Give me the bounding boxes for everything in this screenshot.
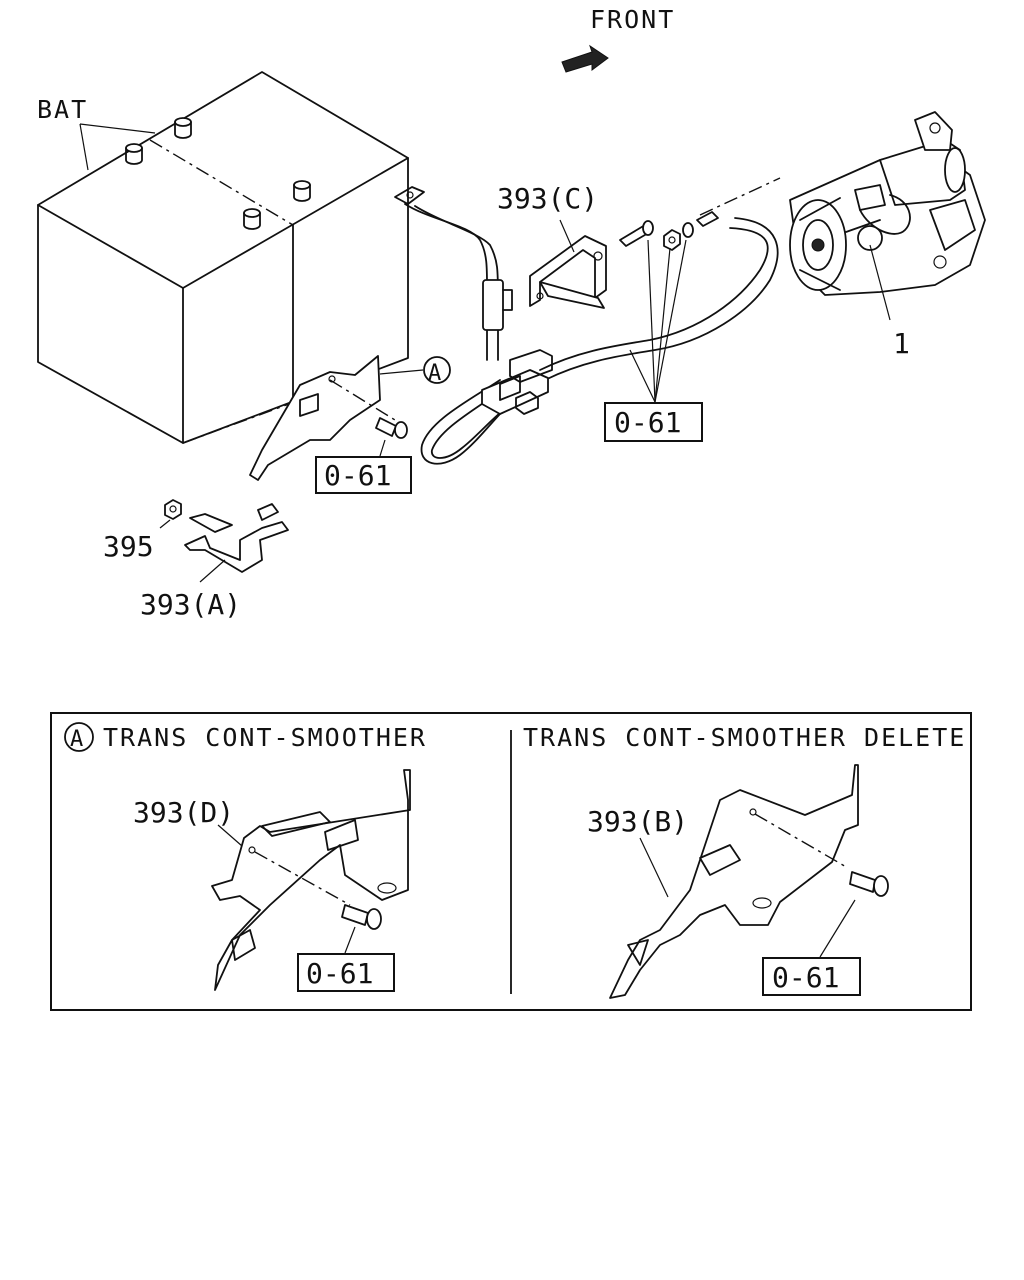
ref-box-inset-right — [762, 957, 861, 996]
view-a-marker-label: A — [428, 361, 441, 386]
nut-395: 395 — [103, 499, 182, 563]
ref-box-inset-left-label: 0-61 — [306, 957, 373, 990]
front-label: FRONT — [590, 5, 675, 34]
callout-393a: 393(A) — [140, 588, 241, 621]
callout-starter: 1 — [893, 327, 910, 360]
ref-box-inset-right-label: 0-61 — [772, 961, 839, 994]
battery-cable — [394, 186, 513, 361]
ref-box-inset-left — [297, 953, 395, 992]
front-arrow-icon — [561, 44, 609, 73]
callout-395: 395 — [103, 530, 154, 563]
ref-box-left-label: 0-61 — [324, 459, 391, 492]
inset-left: A TRANS CONT-SMOOTHER 393(D) 0-61 — [64, 722, 427, 992]
inset-marker-a-label: A — [70, 727, 83, 752]
ref-box-left — [315, 456, 412, 494]
battery-terminal-icon — [125, 117, 311, 230]
battery-label: BAT — [37, 95, 88, 124]
callout-393c: 393(C) — [497, 182, 598, 215]
starter-motor: 1 — [789, 111, 986, 360]
ref-box-right — [604, 402, 703, 442]
bracket-393a: 393(A) — [140, 503, 289, 621]
inset-right-title: TRANS CONT-SMOOTHER DELETE — [523, 723, 966, 752]
callout-393d: 393(D) — [133, 796, 234, 829]
washer-icon — [682, 222, 694, 238]
bracket-view-a: A — [249, 355, 451, 481]
callout-393b: 393(B) — [587, 805, 688, 838]
bolt-icon — [619, 220, 654, 247]
inset-left-title: TRANS CONT-SMOOTHER — [103, 723, 427, 752]
ref-box-right-label: 0-61 — [614, 406, 681, 439]
nut-icon — [663, 229, 681, 251]
inset-marker-a — [64, 722, 94, 752]
bracket-393c: 393(C) — [497, 182, 607, 309]
view-a-marker — [423, 356, 451, 384]
inset-right: TRANS CONT-SMOOTHER DELETE 393(B) 0-61 — [523, 723, 966, 999]
leader-lines — [629, 239, 687, 403]
wire-harness — [420, 217, 779, 465]
battery: BAT — [37, 71, 409, 444]
